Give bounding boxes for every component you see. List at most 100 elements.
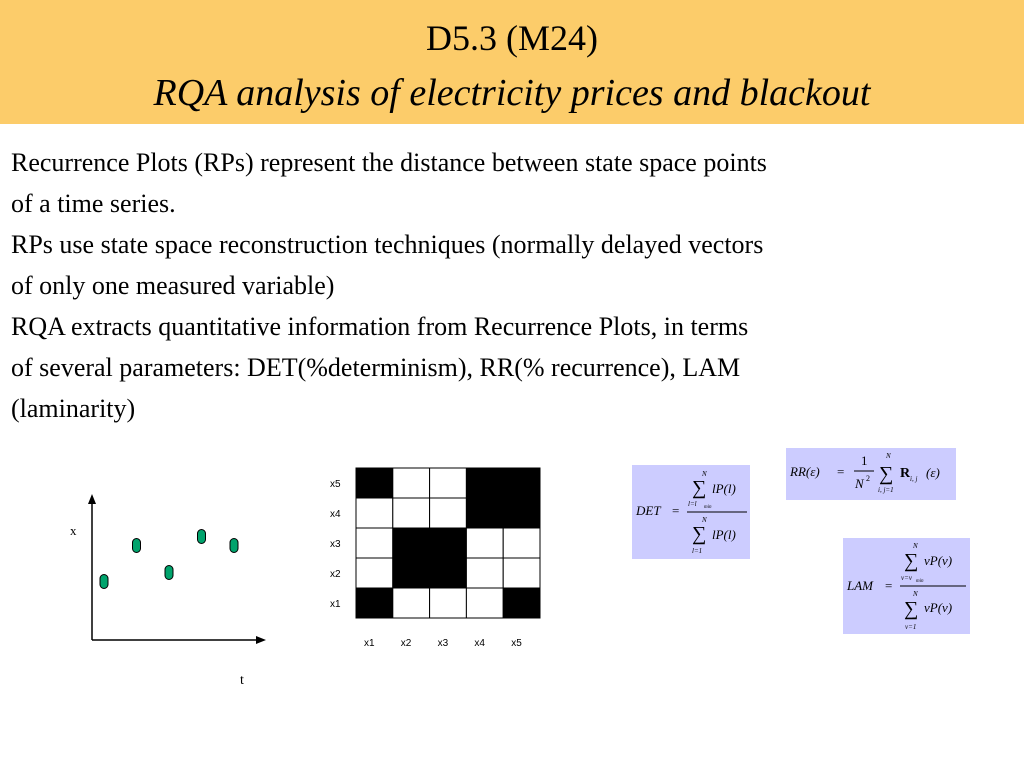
det-formula-svg: DET = N ∑ l=l min lP(l) N ∑ l=1 lP(l): [635, 470, 747, 555]
rp-cell-2-2: [392, 497, 431, 529]
data-point-2: [132, 538, 141, 553]
y-axis-arrow-icon: [88, 494, 96, 504]
rr-sigma: ∑: [879, 463, 893, 485]
rr-formula-svg: RR(ε) = 1 N 2 N ∑ i, j=1 R i, j (ε): [789, 452, 940, 494]
lam-equals: =: [885, 578, 892, 593]
body-line: of a time series.: [11, 189, 176, 218]
body-line: Recurrence Plots (RPs) represent the dis…: [11, 148, 767, 177]
rr-equals: =: [837, 464, 844, 479]
rp-x-tick-x5: x5: [511, 638, 522, 649]
slide-subtitle: RQA analysis of electricity prices and b…: [153, 72, 871, 114]
rp-x-tick-x2: x2: [401, 638, 412, 649]
rp-cell-3-3: [429, 527, 467, 559]
rp-cell-5-5: [502, 587, 541, 619]
body-line: RQA extracts quantitative information fr…: [11, 312, 749, 341]
data-point-1: [99, 574, 109, 589]
det-equals: =: [672, 503, 679, 518]
rp-cell-1-1: [355, 467, 394, 499]
lam-formula: LAM = N ∑ v=v min vP(v) N ∑ v=1 vP(v): [843, 538, 970, 634]
x-axis-arrow-icon: [256, 636, 266, 644]
lam-formula-svg: LAM = N ∑ v=v min vP(v) N ∑ v=1 vP(v): [846, 542, 966, 631]
rr-arg: (ε): [926, 465, 940, 480]
rp-cell-4-1: [355, 557, 394, 589]
rp-cell-5-4: [465, 587, 504, 619]
det-den-sigma: ∑: [692, 523, 706, 545]
rp-x-tick-x1: x1: [364, 638, 375, 649]
slide-title: D5.3 (M24): [426, 18, 598, 58]
y-axis-label: x: [70, 523, 77, 538]
det-num-sum-bottom-sub: min: [704, 505, 712, 510]
rp-y-tick-x1: x1: [330, 599, 341, 610]
lam-den-sum-top: N: [912, 590, 918, 598]
rp-x-tick-x3: x3: [438, 638, 449, 649]
rp-cell-5-1: [355, 587, 394, 619]
rp-cell-1-5: [502, 467, 541, 499]
rr-frac-den: N: [854, 476, 865, 491]
recurrence-y-ticks: x5 x4 x3 x2 x1: [330, 479, 341, 610]
det-den-term: lP(l): [712, 527, 736, 542]
rp-cell-2-5: [502, 497, 541, 529]
body-text: Recurrence Plots (RPs) represent the dis…: [11, 142, 1016, 429]
det-num-sum-bottom: l=l: [688, 500, 697, 508]
rp-cell-1-2: [392, 467, 431, 499]
rr-sum-bottom: i, j=1: [878, 486, 894, 494]
rp-cell-3-2: [392, 527, 431, 559]
time-series-sketch: x t: [62, 492, 272, 692]
rp-cell-2-1: [355, 497, 394, 529]
det-lhs: DET: [635, 503, 661, 518]
lam-num-term: vP(v): [924, 553, 952, 568]
body-line: RPs use state space reconstruction techn…: [11, 230, 764, 259]
rp-cell-1-3: [429, 467, 467, 499]
time-series-svg: x t: [70, 494, 266, 688]
det-den-sum-bottom: l=1: [692, 547, 702, 555]
rr-term: R: [900, 466, 911, 481]
lam-num-sum-bottom-sub: min: [916, 579, 924, 584]
lam-den-sigma: ∑: [904, 598, 918, 620]
time-series-points: [99, 529, 239, 589]
body-line: of several parameters: DET(%determinism)…: [11, 353, 741, 382]
lam-num-sum-top: N: [912, 542, 918, 550]
lam-den-term: vP(v): [924, 600, 952, 615]
body-line: of only one measured variable): [11, 271, 335, 300]
rr-formula: RR(ε) = 1 N 2 N ∑ i, j=1 R i, j (ε): [786, 448, 956, 500]
rr-lhs: RR(ε): [789, 464, 820, 479]
rr-term-sub: i, j: [910, 475, 917, 483]
rp-cell-5-3: [429, 587, 467, 619]
body-line: (laminarity): [11, 394, 136, 423]
lam-num-sum-bottom: v=v: [901, 574, 913, 582]
recurrence-x-ticks: x1 x2 x3 x4 x5: [364, 638, 522, 649]
rp-cell-4-3: [429, 557, 467, 589]
det-num-term: lP(l): [712, 481, 736, 496]
recurrence-plot-svg: x5 x4 x3 x2 x1 x1 x2 x3 x4 x5: [330, 467, 541, 649]
rp-cell-3-4: [465, 527, 504, 559]
data-point-3: [164, 565, 174, 580]
det-num-sum-top: N: [701, 470, 707, 478]
rp-cell-1-4: [465, 467, 504, 499]
rp-y-tick-x2: x2: [330, 569, 341, 580]
recurrence-plot: x5 x4 x3 x2 x1 x1 x2 x3 x4 x5: [318, 460, 548, 656]
rp-cell-3-1: [355, 527, 394, 559]
rr-frac-num: 1: [861, 453, 868, 468]
rp-cell-2-4: [465, 497, 504, 529]
rp-x-tick-x4: x4: [474, 638, 485, 649]
rp-cell-2-3: [429, 497, 467, 529]
data-point-4: [197, 529, 206, 544]
data-point-5: [229, 538, 239, 553]
rp-y-tick-x3: x3: [330, 539, 341, 550]
lam-lhs: LAM: [846, 578, 874, 593]
rp-cell-3-5: [502, 527, 541, 559]
rr-sum-top: N: [885, 452, 891, 460]
lam-den-sum-bottom: v=1: [905, 623, 916, 631]
rp-y-tick-x5: x5: [330, 479, 341, 490]
rp-y-tick-x4: x4: [330, 509, 341, 520]
lam-num-sigma: ∑: [904, 550, 918, 572]
rr-frac-den-exp: 2: [866, 474, 870, 483]
recurrence-grid: [355, 467, 541, 619]
x-axis-label: t: [240, 673, 244, 688]
det-formula: DET = N ∑ l=l min lP(l) N ∑ l=1 lP(l): [632, 465, 750, 559]
rp-cell-4-4: [465, 557, 504, 589]
det-num-sigma: ∑: [692, 477, 706, 499]
det-den-sum-top: N: [701, 516, 707, 524]
rp-cell-5-2: [392, 587, 431, 619]
title-band: D5.3 (M24) RQA analysis of electricity p…: [0, 0, 1024, 124]
